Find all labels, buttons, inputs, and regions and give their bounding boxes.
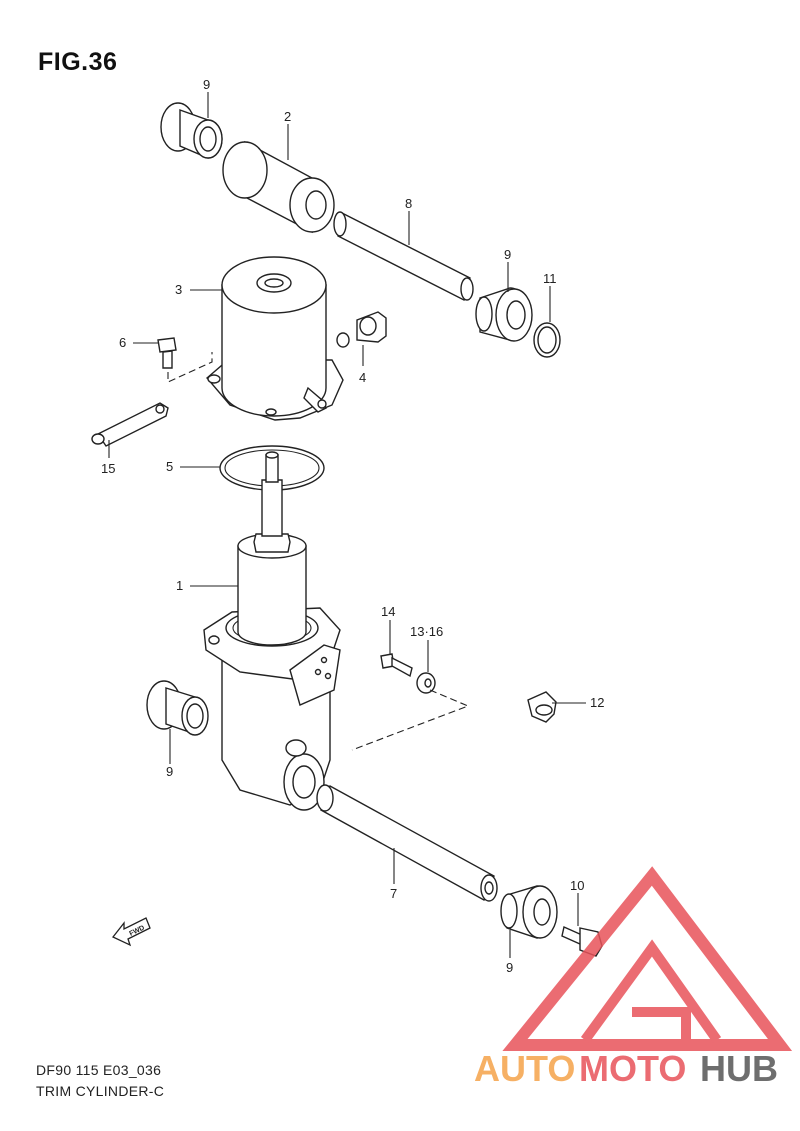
cylinder-cover-part-3: [206, 256, 344, 421]
bracket-part-15: [91, 402, 169, 447]
callout-3: 3: [175, 282, 182, 297]
bolt-part-6: [157, 337, 177, 369]
watermark-moto: MOTO: [579, 1048, 686, 1089]
callout-4: 4: [359, 370, 366, 385]
washer-part-13-16: [416, 672, 436, 694]
bushing-bottom: [500, 885, 558, 939]
callout-11: 11: [543, 271, 557, 286]
bolt-guide-line: [167, 352, 213, 383]
circlip-part-11: [533, 322, 561, 358]
watermark-auto: AUTO: [474, 1048, 575, 1089]
callout-9: 9: [506, 960, 513, 975]
bolt-part-14: [380, 653, 413, 678]
leader-lines: [108, 92, 586, 958]
callout-5: 5: [166, 459, 173, 474]
fwd-arrow-icon: FWD: [111, 917, 151, 947]
bushing-left: [146, 680, 209, 736]
callout-13-16: 13·16: [410, 624, 443, 639]
callout-2: 2: [284, 109, 291, 124]
lower-pin-part-7: [316, 784, 498, 902]
fitting-part-4: [336, 311, 387, 348]
bushing-top-left: [160, 102, 223, 159]
callout-8: 8: [405, 196, 412, 211]
callout-6: 6: [119, 335, 126, 350]
callout-12: 12: [590, 695, 604, 710]
callout-9: 9: [504, 247, 511, 262]
watermark-logo: AUTO MOTO HUB: [474, 866, 793, 1089]
bushing-right: [475, 287, 533, 342]
upper-pin-part-8: [333, 211, 474, 302]
figure-title: FIG.36: [38, 48, 118, 76]
callout-14: 14: [381, 604, 395, 619]
watermark-hub: HUB: [700, 1048, 778, 1089]
diagram-name: TRIM CYLINDER-C: [36, 1083, 165, 1099]
callout-1: 1: [176, 578, 183, 593]
callout-9: 9: [166, 764, 173, 779]
callout-9: 9: [203, 77, 210, 92]
callout-labels: 9 2 8 9 11 3 6 4 15 5 1 14 13·16 12 9 7 …: [101, 77, 604, 975]
clip-part-12: [527, 691, 557, 723]
callout-7: 7: [390, 886, 397, 901]
diagram-code: DF90 115 E03_036: [36, 1062, 162, 1078]
callout-10: 10: [570, 878, 584, 893]
trim-cylinder-part-1: [203, 451, 341, 811]
sleeve-part-2: [222, 140, 335, 234]
bolt-14-guide-line: [351, 689, 470, 751]
callout-15: 15: [101, 461, 115, 476]
